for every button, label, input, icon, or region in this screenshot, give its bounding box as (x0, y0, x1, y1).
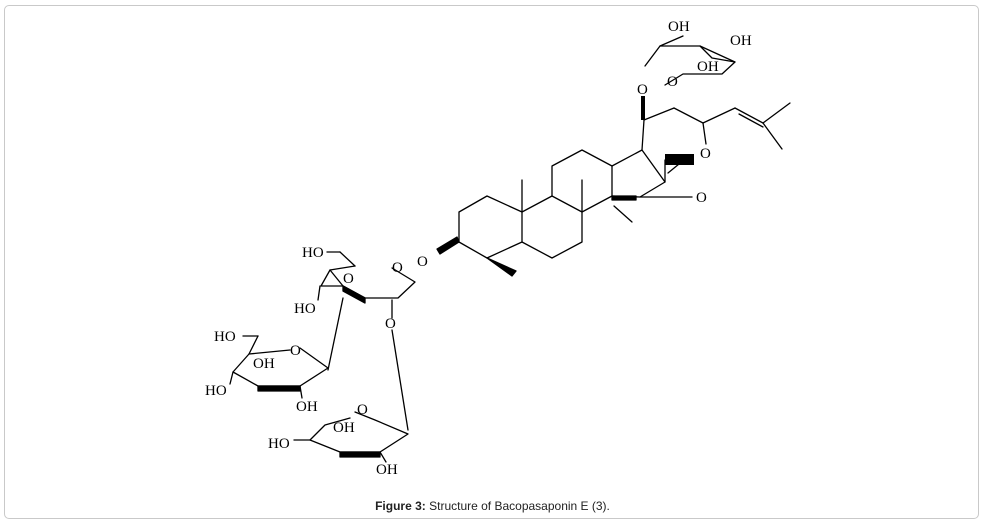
label-ho-ara-ch2: HO (268, 436, 290, 452)
ring-d (611, 149, 666, 198)
label-ho-glc2-4: HO (205, 383, 227, 399)
figure-caption: Figure 3: Structure of Bacopasaponin E (… (0, 499, 985, 513)
label-oh-top-3: OH (697, 59, 719, 75)
label-ho-glc1-4: HO (294, 301, 316, 317)
label-o-top-glycosidic: O (637, 82, 648, 98)
label-oh-ara-3: OH (333, 420, 355, 436)
label-o-glc1-ring: O (392, 260, 403, 276)
label-o-aglycone: O (417, 254, 428, 270)
label-o-side-ether: O (700, 146, 711, 162)
ring-a (458, 195, 523, 259)
label-oh-ara-2: OH (376, 462, 398, 478)
label-o-glc1-link2: O (385, 316, 396, 332)
ring-c (551, 149, 613, 213)
label-o-glc2-ring: O (290, 343, 301, 359)
spiro-ring (613, 196, 693, 223)
caption-label: Figure 3: (375, 499, 426, 513)
label-o-top-ring: O (667, 74, 678, 90)
label-oh-top-2: OH (730, 33, 752, 49)
label-ho-glc1-ch2oh: HO (302, 245, 324, 261)
label-oh-glc2-3: OH (253, 356, 275, 372)
side-chain (641, 102, 791, 174)
label-oh-top-1: OH (668, 19, 690, 35)
label-o-ara-ring: O (357, 402, 368, 418)
label-o-spiro: O (696, 190, 707, 206)
caption-text: Structure of Bacopasaponin E (3). (429, 499, 610, 513)
top-sugar-ring (644, 35, 736, 86)
label-ho-glc2-ch2oh: HO (214, 329, 236, 345)
label-o-glc1-link3: O (343, 271, 354, 287)
ring-b (521, 195, 583, 259)
label-oh-glc2-2: OH (296, 399, 318, 415)
